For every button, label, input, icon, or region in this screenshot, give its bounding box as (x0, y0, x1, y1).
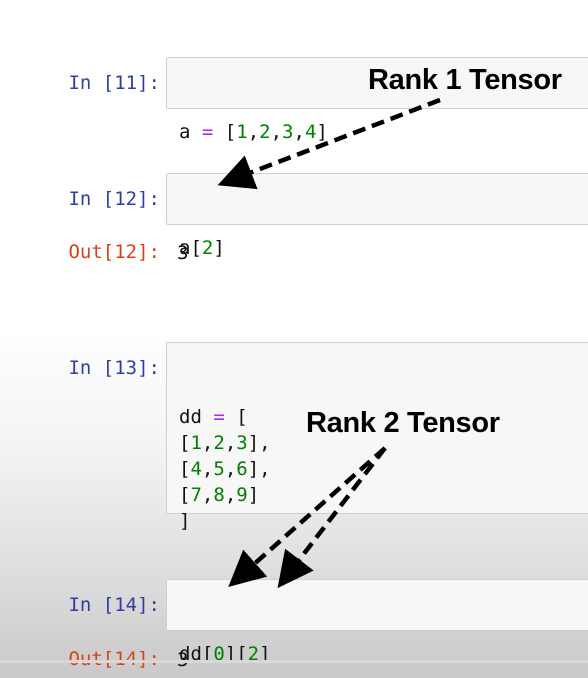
code-text: , (201, 432, 214, 454)
code-line: ] (179, 508, 588, 534)
code-operator: = (201, 121, 214, 143)
code-text: , (293, 121, 305, 143)
rank1-arrow (217, 97, 441, 190)
rank2-arrow-col (277, 446, 387, 589)
code-cell-14[interactable]: dd[0][2] (166, 579, 588, 665)
code-text: dd (179, 406, 214, 428)
code-line: [4,5,6], (179, 456, 588, 482)
code-number: 9 (236, 484, 248, 506)
code-cell-13-source: dd = [[1,2,3],[4,5,6],[7,8,9]] (179, 404, 588, 534)
rank1-annotation: Rank 1 Tensor (368, 64, 562, 96)
in-prompt-14: In [14]: (68, 594, 160, 616)
code-text: ] (316, 121, 328, 143)
out-prompt-12: Out[12]: (68, 241, 160, 263)
code-number: 2 (247, 643, 260, 665)
code-number: 7 (190, 484, 202, 506)
code-text: a[ (179, 237, 202, 259)
code-text: , (247, 121, 260, 143)
code-cell-11-source: a = [1,2,3,4] (179, 119, 588, 145)
code-number: 4 (304, 121, 317, 143)
code-cell-12-source: a[2] (179, 235, 588, 261)
code-text: ], (247, 458, 271, 480)
code-text: , (224, 484, 237, 506)
code-text: a (179, 121, 202, 143)
code-number: 2 (259, 121, 271, 143)
code-number: 5 (213, 458, 225, 480)
code-text: [ (179, 484, 191, 506)
in-prompt-13: In [13]: (68, 357, 160, 379)
in-prompt-12: In [12]: (68, 188, 160, 210)
output-12: 3 (177, 242, 189, 264)
code-cell-13[interactable]: dd = [[1,2,3],[4,5,6],[7,8,9]] (166, 342, 588, 532)
video-progress-bar[interactable] (0, 660, 588, 663)
code-number: 1 (236, 121, 248, 143)
code-number: 3 (282, 121, 294, 143)
code-line: [1,2,3], (179, 430, 588, 456)
code-number: 1 (190, 432, 202, 454)
code-text: , (201, 458, 214, 480)
code-text: dd[ (179, 643, 214, 665)
code-number: 0 (213, 643, 225, 665)
code-text: [ (224, 406, 248, 428)
rank2-annotation: Rank 2 Tensor (306, 407, 500, 439)
code-text: , (201, 484, 214, 506)
code-text: , (224, 458, 237, 480)
in-prompt-11: In [11]: (68, 72, 160, 94)
rank2-arrow-row (228, 446, 387, 587)
code-number: 3 (236, 432, 248, 454)
code-text: ] (247, 484, 260, 506)
code-number: 2 (201, 237, 214, 259)
code-line: a = [1,2,3,4] (179, 119, 588, 145)
code-number: 2 (213, 432, 225, 454)
code-text: [ (179, 432, 191, 454)
code-number: 4 (190, 458, 202, 480)
code-number: 6 (236, 458, 248, 480)
code-text: ] (259, 643, 271, 665)
code-text: ] (179, 510, 191, 532)
code-line: a[2] (179, 235, 588, 261)
code-text: , (270, 121, 283, 143)
code-number: 8 (213, 484, 225, 506)
code-cell-11[interactable]: a = [1,2,3,4] (166, 57, 588, 143)
code-line: dd = [ (179, 404, 588, 430)
code-cell-14-source: dd[0][2] (179, 641, 588, 667)
code-text: [ (179, 458, 191, 480)
code-text: ] (213, 237, 225, 259)
code-text: , (224, 432, 237, 454)
code-text: ], (247, 432, 271, 454)
out-prompt-14: Out[14]: (68, 648, 160, 670)
code-text: ][ (224, 643, 248, 665)
code-text: [ (213, 121, 237, 143)
code-operator: = (213, 406, 225, 428)
code-line: [7,8,9] (179, 482, 588, 508)
code-line: dd[0][2] (179, 641, 588, 667)
